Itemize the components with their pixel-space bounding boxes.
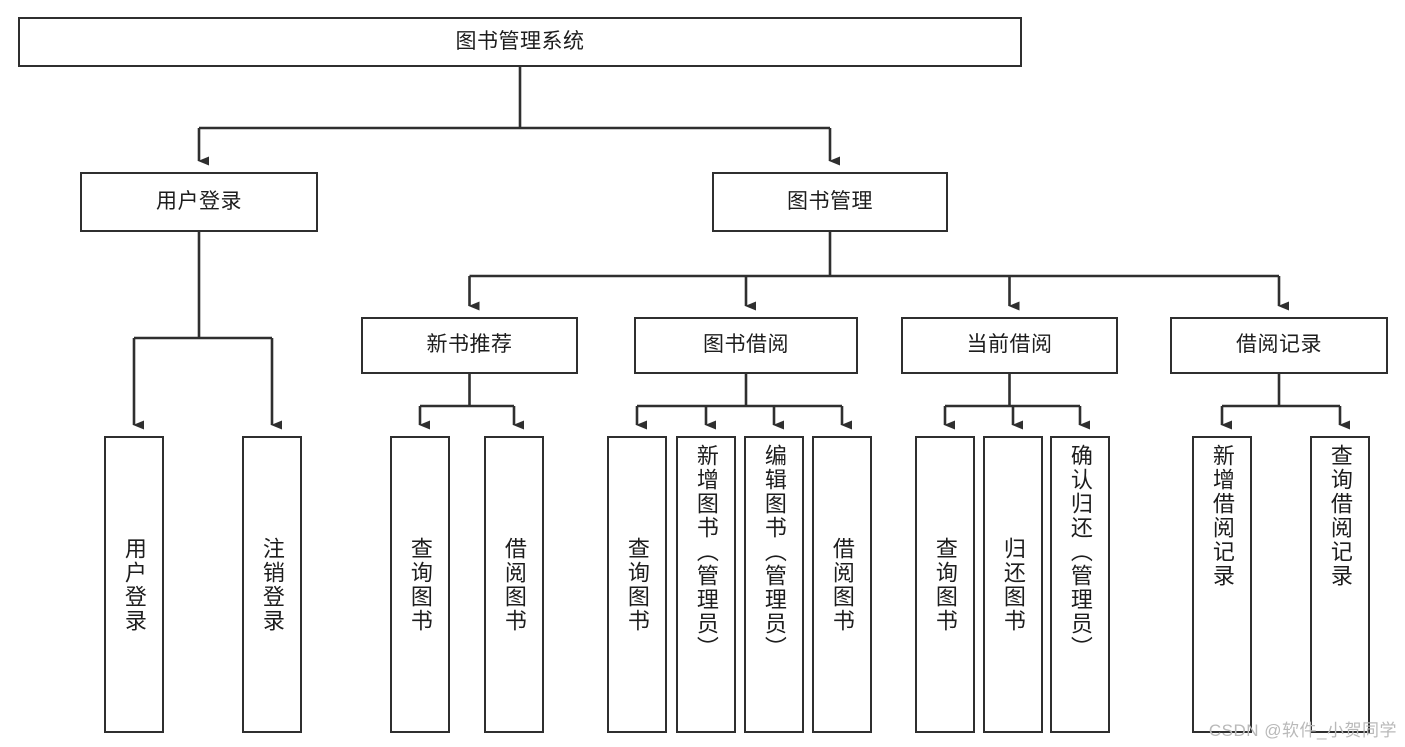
node-label: 当前借阅: [966, 333, 1053, 357]
node-l2-record[interactable]: 借阅记录: [1170, 317, 1388, 374]
node-l1-books[interactable]: 图书管理: [712, 172, 948, 232]
node-l3-b1[interactable]: 查询图书: [390, 436, 450, 733]
node-root[interactable]: 图书管理系统: [18, 17, 1022, 67]
node-l3-c4[interactable]: 借阅图书: [812, 436, 872, 733]
node-label: 图书管理: [787, 189, 873, 213]
node-l1-login[interactable]: 用户登录: [80, 172, 318, 232]
node-l3-c3[interactable]: 编辑图书（管理员）: [744, 436, 804, 733]
node-l3-d1[interactable]: 查询图书: [915, 436, 975, 733]
node-label: 查询图书: [932, 536, 958, 633]
node-label: 借阅图书: [501, 536, 527, 633]
node-label: 编辑图书（管理员）: [761, 444, 787, 660]
watermark-label: CSDN @软件_小贺同学: [1208, 721, 1397, 740]
node-label: 查询图书: [407, 536, 433, 633]
node-l2-current[interactable]: 当前借阅: [901, 317, 1118, 374]
node-label: 查询图书: [624, 536, 650, 633]
node-l3-e1[interactable]: 新增借阅记录: [1192, 436, 1252, 733]
node-label: 查询借阅记录: [1327, 444, 1353, 588]
node-l3-c1[interactable]: 查询图书: [607, 436, 667, 733]
node-l3-e2[interactable]: 查询借阅记录: [1310, 436, 1370, 733]
node-label: 新增图书（管理员）: [693, 444, 719, 660]
node-label: 新增借阅记录: [1209, 444, 1235, 588]
node-label: 新书推荐: [426, 333, 513, 357]
node-label: 归还图书: [1000, 536, 1026, 633]
node-l3-a1[interactable]: 用户登录: [104, 436, 164, 733]
node-l3-d2[interactable]: 归还图书: [983, 436, 1043, 733]
node-label: 确认归还（管理员）: [1067, 444, 1093, 660]
node-label: 用户登录: [121, 536, 147, 633]
node-l2-new[interactable]: 新书推荐: [361, 317, 578, 374]
node-l3-a2[interactable]: 注销登录: [242, 436, 302, 733]
node-label: 借阅记录: [1236, 333, 1322, 357]
node-l3-c2[interactable]: 新增图书（管理员）: [676, 436, 736, 733]
node-label: 图书管理系统: [455, 29, 585, 53]
node-l3-b2[interactable]: 借阅图书: [484, 436, 544, 733]
node-label: 图书借阅: [703, 333, 789, 357]
node-l2-borrow[interactable]: 图书借阅: [634, 317, 858, 374]
node-l3-d3[interactable]: 确认归还（管理员）: [1050, 436, 1110, 733]
node-label: 借阅图书: [829, 536, 855, 633]
node-label: 注销登录: [259, 536, 285, 633]
node-label: 用户登录: [156, 189, 242, 213]
